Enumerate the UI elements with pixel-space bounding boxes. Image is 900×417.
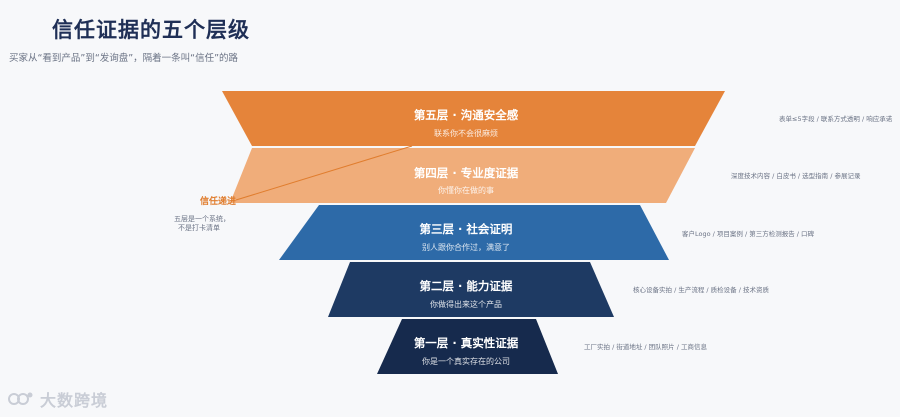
layer-4-title: 第四层 · 专业度证据 <box>414 166 519 180</box>
trust-path-line <box>235 145 413 201</box>
brand-logo: 大数跨境 <box>8 387 108 411</box>
page-subtitle: 买家从“看到产品”到“发询盘”，隔着一条叫“信任”的路 <box>9 53 239 64</box>
layer-4-desc: 你懂你在做的事 <box>438 185 494 195</box>
layer-2-title: 第二层 · 能力证据 <box>420 279 513 293</box>
page-title: 信任证据的五个层级 <box>52 18 250 42</box>
trust-path-note-line2: 不是打卡清单 <box>178 223 220 232</box>
layer-2-note: 核心设备实拍 / 生产流程 / 质检设备 / 技术资质 <box>633 285 769 294</box>
layer-3-band <box>279 205 669 260</box>
brand-logo-icon <box>8 390 34 408</box>
layer-5-band <box>222 91 725 146</box>
layer-3-title: 第三层 · 社会证明 <box>420 222 513 236</box>
layer-1-title: 第一层 · 真实性证据 <box>414 336 519 350</box>
layer-1-band <box>377 319 558 374</box>
brand-logo-text: 大数跨境 <box>40 391 109 410</box>
layer-5-desc: 联系你不会很麻烦 <box>434 128 498 138</box>
layer-1-desc: 你是一个真实存在的公司 <box>422 356 510 366</box>
layer-5-title: 第五层 · 沟通安全感 <box>414 108 519 122</box>
layer-5-note: 表单≤5字段 / 联系方式透明 / 响应承诺 <box>779 114 893 123</box>
layer-4-band <box>230 148 695 203</box>
layer-3-note: 客户Logo / 项目案例 / 第三方检测报告 / 口碑 <box>682 229 815 238</box>
layer-3-desc: 别人跟你合作过，满意了 <box>422 242 510 252</box>
layer-1-note: 工厂实拍 / 街道地址 / 团队照片 / 工商信息 <box>584 342 707 351</box>
layer-2-band <box>328 262 614 317</box>
layer-4-note: 深度技术内容 / 白皮书 / 选型指南 / 参展记录 <box>731 171 861 180</box>
layer-2-desc: 你做得出来这个产品 <box>430 299 502 309</box>
trust-path-label: 信任递进 <box>200 195 236 207</box>
trust-path-note-line1: 五层是一个系统， <box>174 214 230 223</box>
